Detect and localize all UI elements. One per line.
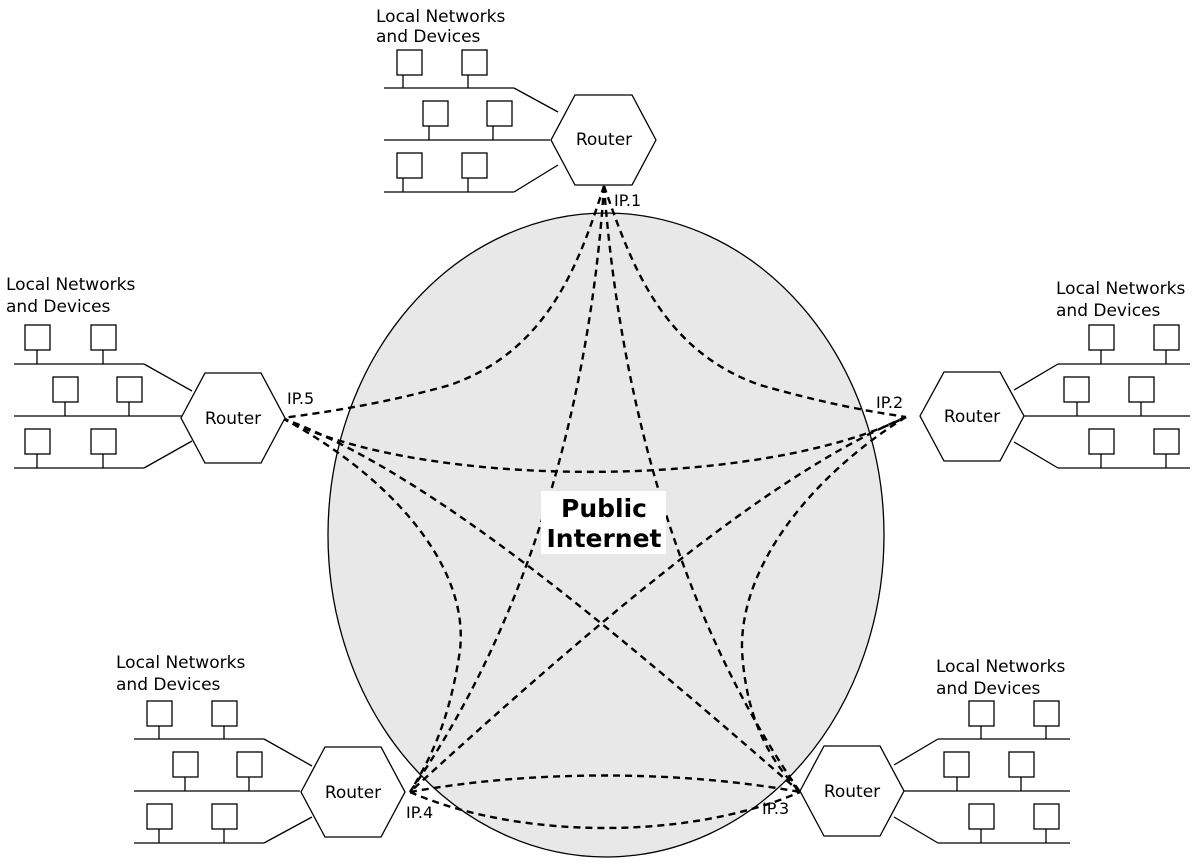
ip-label-5: IP.5	[287, 389, 314, 408]
link-ip1-ip5	[281, 185, 606, 420]
site-left	[14, 324, 286, 469]
link-ip4-ip3-near	[409, 774, 801, 794]
net-label-top-line2: and Devices	[376, 27, 481, 47]
net-label-right-line1: Local Networks	[1056, 279, 1185, 299]
center-label-line2: Internet	[546, 524, 661, 553]
site-right	[919, 324, 1190, 469]
router-label-bottom-left: Router	[325, 783, 381, 803]
net-label-top-line1: Local Networks	[376, 7, 505, 27]
net-label-right-line2: and Devices	[1056, 301, 1161, 321]
link-ip5-ip4	[281, 416, 462, 793]
center-label: Public Internet	[541, 491, 666, 554]
site-top	[384, 49, 657, 193]
net-label-bottom-left-line2: and Devices	[116, 675, 221, 695]
router-label-top: Router	[576, 130, 632, 150]
router-label-right: Router	[944, 407, 1000, 427]
link-ip4-ip3-far	[409, 790, 801, 830]
router-left	[180, 372, 286, 464]
ip-label-2: IP.2	[876, 393, 903, 412]
net-label-bottom-left-line1: Local Networks	[116, 653, 245, 673]
ip-label-1: IP.1	[614, 191, 641, 210]
site-bottom-left	[134, 700, 406, 844]
net-label-left-line2: and Devices	[6, 297, 111, 317]
link-ip1-ip2	[602, 185, 907, 419]
ip-label-3: IP.3	[762, 799, 789, 818]
net-label-left-line1: Local Networks	[6, 275, 135, 295]
link-ip5-ip3	[281, 416, 801, 793]
net-label-bottom-right-line1: Local Networks	[936, 657, 1065, 677]
site-bottom-right	[799, 700, 1070, 844]
ip-label-4: IP.4	[406, 803, 433, 822]
router-label-bottom-right: Router	[824, 782, 880, 802]
router-top	[550, 94, 657, 186]
router-bottom-right	[799, 745, 905, 837]
link-ip5-ip2	[281, 415, 907, 474]
router-bottom-left	[300, 746, 406, 838]
link-ip2-ip4	[409, 415, 907, 793]
net-label-bottom-right-line2: and Devices	[936, 679, 1041, 699]
router-right	[919, 371, 1025, 462]
router-label-left: Router	[205, 409, 261, 429]
center-label-line1: Public	[561, 494, 647, 523]
